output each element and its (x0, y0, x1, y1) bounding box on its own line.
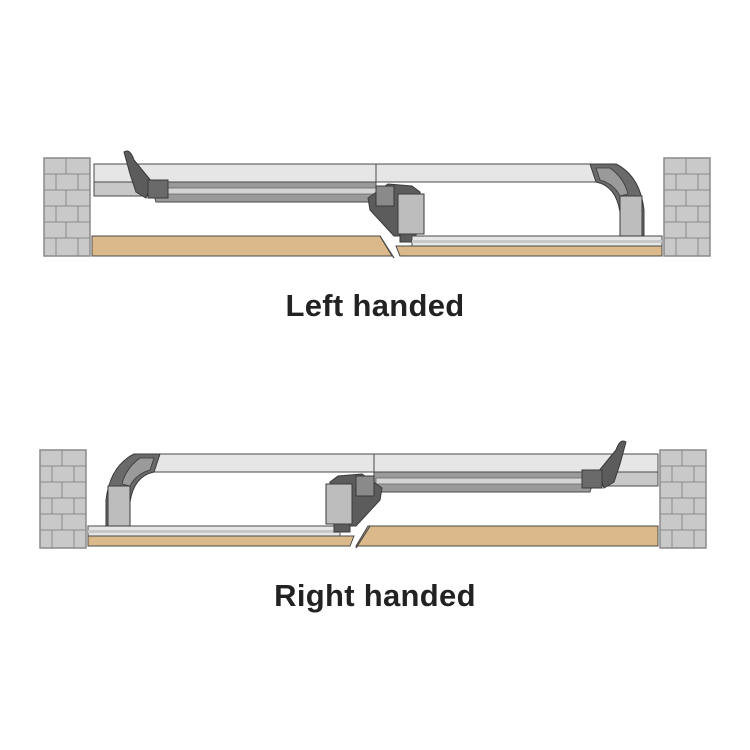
left-curved-bracket (105, 453, 161, 527)
right-brick-pillar (663, 157, 711, 257)
left-handed-diagram (43, 150, 711, 259)
left-brick-pillar (39, 449, 87, 549)
left-handed-caption: Left handed (285, 288, 465, 323)
left-brick-pillar (43, 157, 91, 257)
floor (91, 235, 663, 259)
door-handle (123, 150, 169, 199)
right-handed-diagram (39, 440, 707, 549)
right-handed-figure: Right handed (0, 430, 750, 630)
door-handle (581, 440, 627, 489)
right-brick-pillar (659, 449, 707, 549)
center-roller-bracket (367, 183, 425, 243)
lower-track (411, 235, 663, 247)
left-handed-figure: Left handed (0, 140, 750, 340)
center-roller-bracket (325, 473, 383, 533)
right-handed-caption: Right handed (274, 578, 476, 613)
lower-track (87, 525, 341, 537)
floor (87, 525, 659, 549)
upper-track (93, 163, 597, 203)
right-curved-bracket (589, 163, 645, 237)
